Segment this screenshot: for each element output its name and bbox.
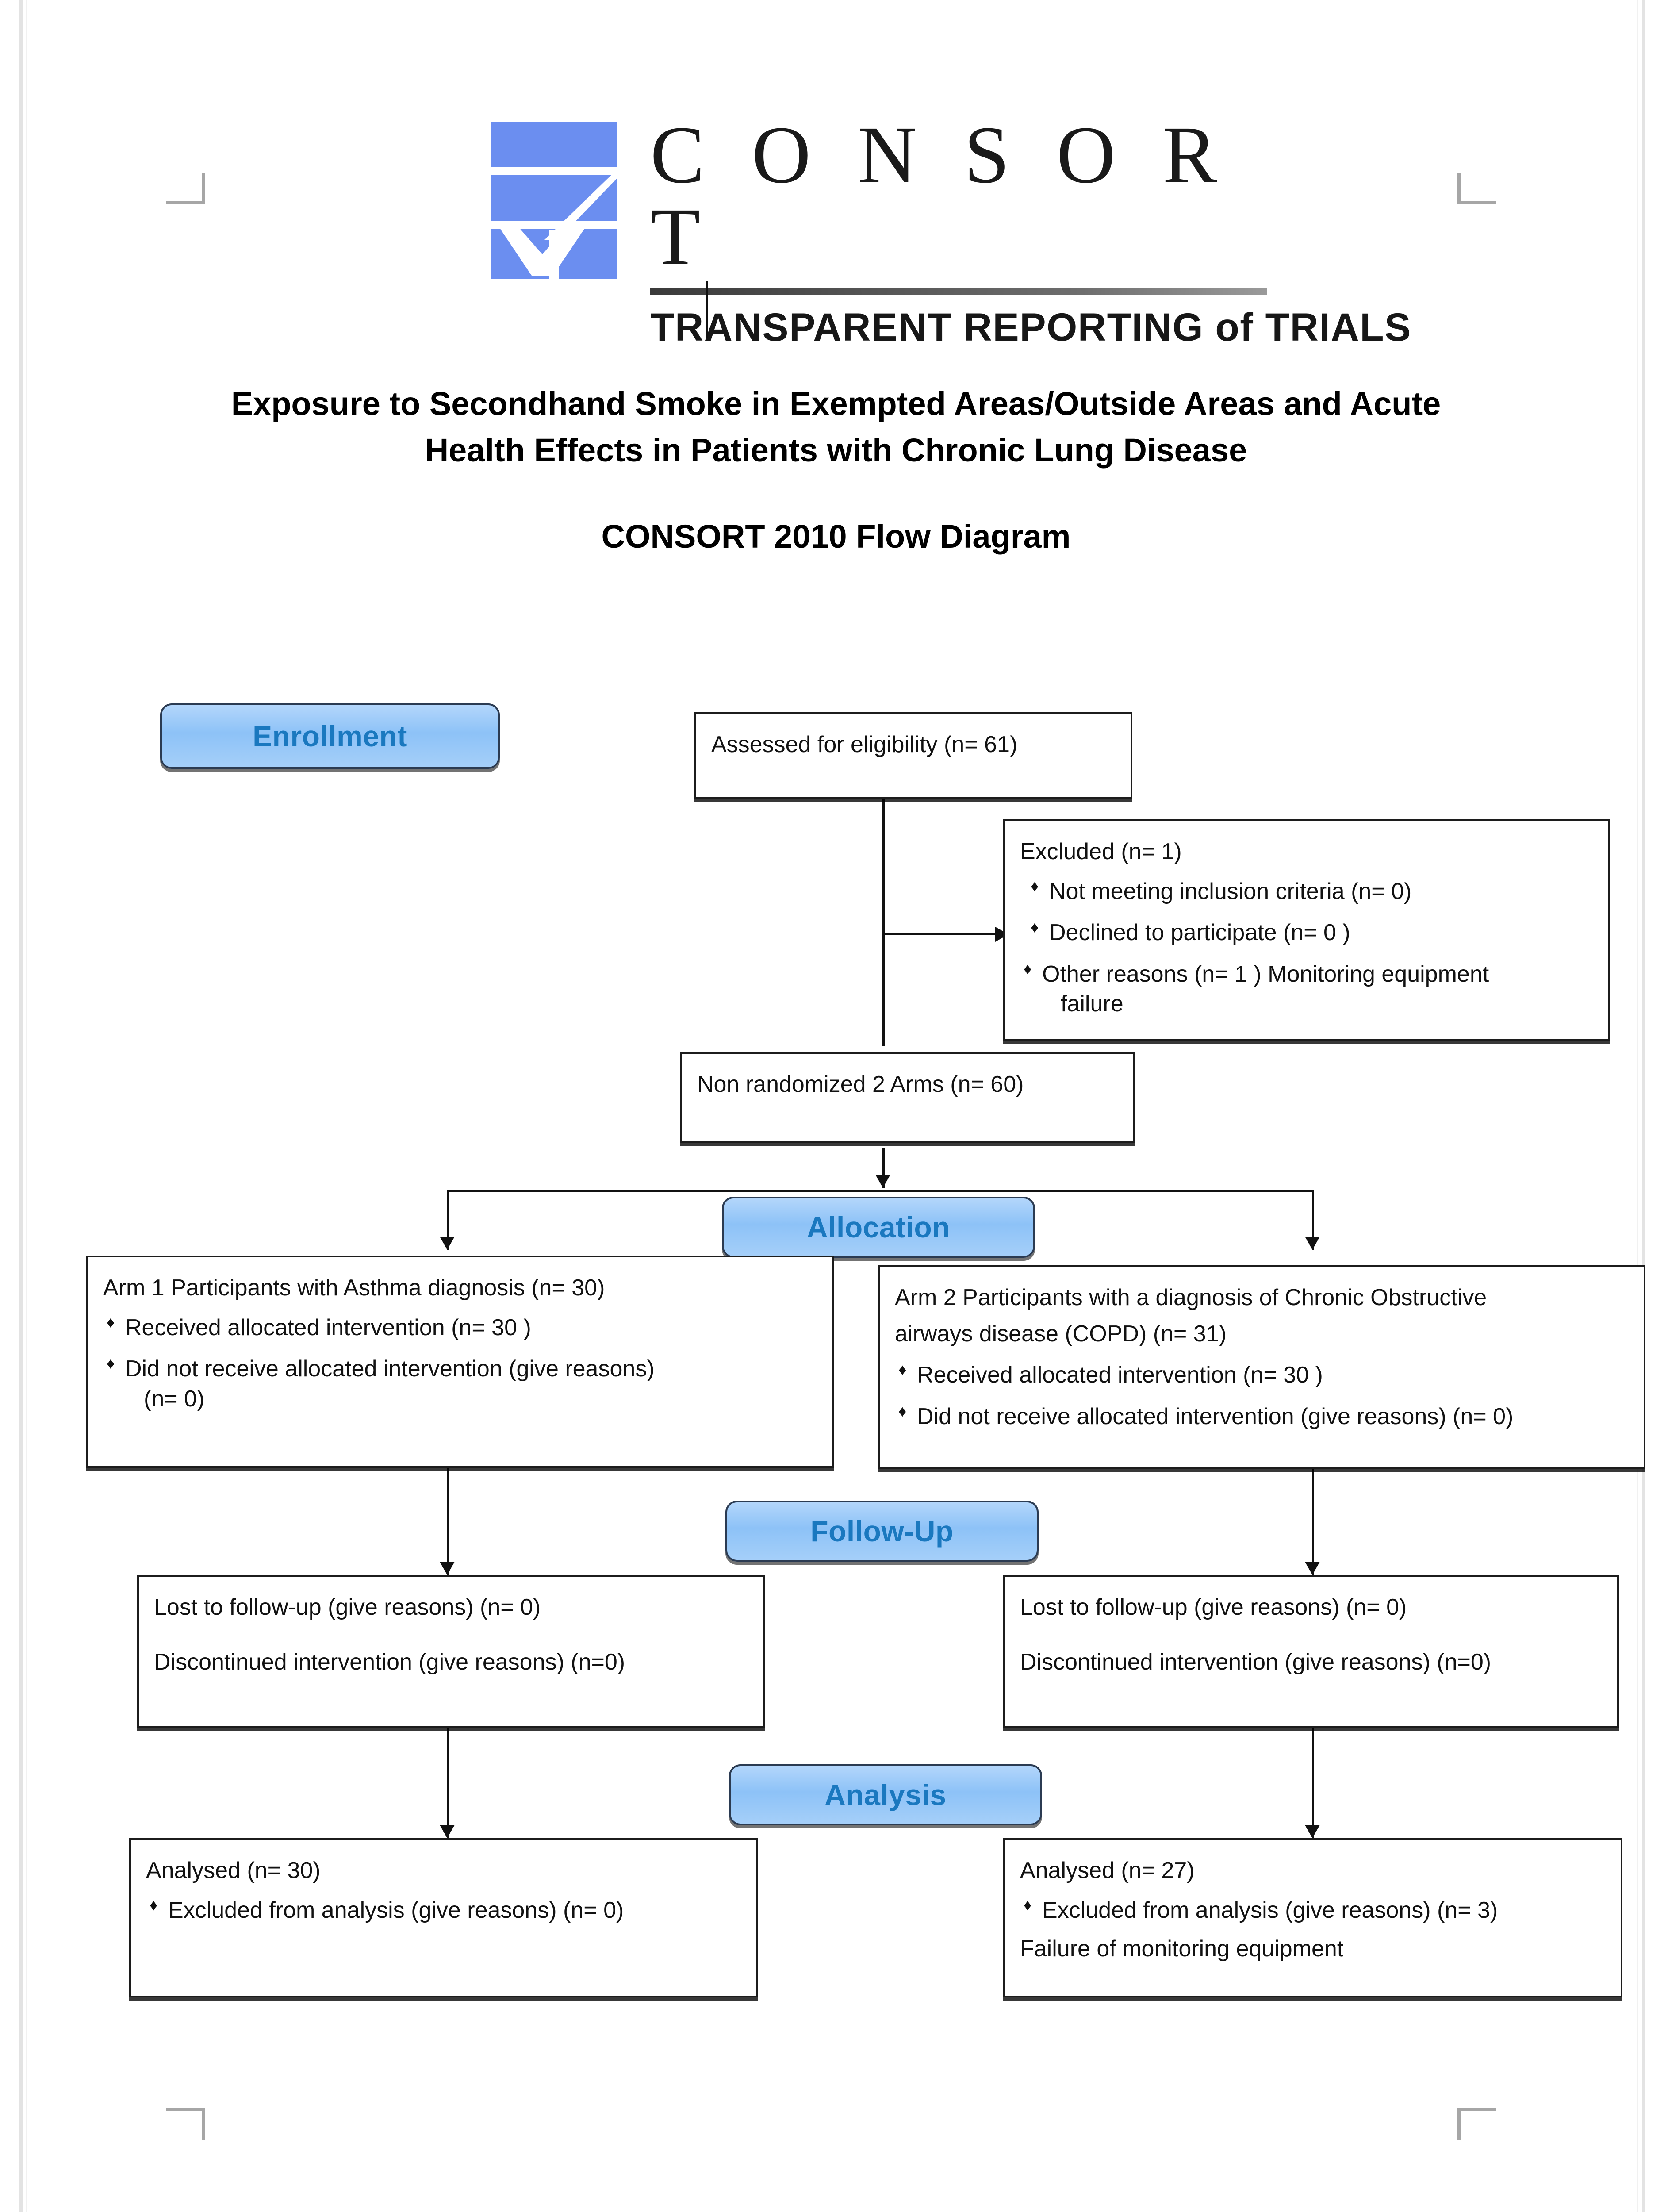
consort-tagline: TRANSPARENT REPORTING of TRIALS — [650, 305, 1411, 349]
followup-right-line-2: Discontinued intervention (give reasons)… — [1020, 1649, 1492, 1675]
page-title-line-1: Exposure to Secondhand Smoke in Exempted… — [231, 385, 1441, 422]
excluded-item-3: failure — [1061, 991, 1124, 1017]
connector-followup-to-analysis-left — [447, 1728, 449, 1838]
excluded-item-2-text: Other reasons (n= 1 ) Monitoring equipme… — [1042, 961, 1489, 987]
analysis-right-heading: Analysed (n= 27) — [1020, 1858, 1195, 1883]
arm1-item-2: (n= 0) — [144, 1386, 205, 1412]
crop-mark-top-left — [166, 173, 205, 204]
excluded-item-2: Other reasons (n= 1 ) Monitoring equipme… — [1020, 959, 1595, 1019]
assessed-text: Assessed for eligibility (n= 61) — [711, 732, 1018, 757]
consort-logo-mark-icon — [491, 122, 617, 279]
page-edge-right — [1642, 0, 1645, 2212]
crop-mark-top-right — [1457, 173, 1496, 204]
excluded-item-1: Declined to participate (n= 0 ) — [1020, 917, 1595, 948]
consort-logo-text: C O N S O R T TRANSPARENT REPORTING of T… — [650, 110, 1411, 349]
analysis-right-item-0: Excluded from analysis (give reasons) (n… — [1020, 1895, 1607, 1926]
crop-mark-bottom-right — [1457, 2108, 1496, 2140]
arm2-heading-line-2: airways disease (COPD) (n= 31) — [895, 1321, 1227, 1347]
analysis-right-note: Failure of monitoring equipment — [1020, 1936, 1344, 1962]
excluded-item-0: Not meeting inclusion criteria (n= 0) — [1020, 876, 1595, 907]
page-edge-inner-left — [26, 0, 27, 2212]
arm2-item-0: Received allocated intervention (n= 30 ) — [895, 1359, 1630, 1390]
consort-divider-rule — [650, 288, 1267, 295]
arm2-heading-line-1: Arm 2 Participants with a diagnosis of C… — [895, 1285, 1487, 1310]
arm1-item-1-text: Did not receive allocated intervention (… — [125, 1356, 655, 1382]
crop-mark-bottom-left — [166, 2108, 205, 2140]
excluded-heading: Excluded (n= 1) — [1020, 839, 1182, 864]
analysis-left-item-0: Excluded from analysis (give reasons) (n… — [146, 1895, 743, 1926]
connector-assessed-to-nonrandomized — [882, 799, 885, 1046]
arrow-to-arm1-icon — [440, 1237, 455, 1250]
arrow-arm2-to-followup-icon — [1305, 1562, 1320, 1575]
stage-badge-followup: Follow-Up — [725, 1501, 1039, 1562]
arm1-heading: Arm 1 Participants with Asthma diagnosis… — [103, 1275, 605, 1301]
box-followup-right: Lost to follow-up (give reasons) (n= 0) … — [1003, 1575, 1619, 1728]
box-arm1-allocation: Arm 1 Participants with Asthma diagnosis… — [86, 1256, 834, 1468]
page-title: Exposure to Secondhand Smoke in Exempted… — [133, 380, 1539, 473]
arm1-item-1: Did not receive allocated intervention (… — [103, 1353, 819, 1414]
page-title-line-2: Health Effects in Patients with Chronic … — [425, 432, 1247, 469]
arrow-to-arm2-icon — [1305, 1237, 1320, 1250]
arm1-item-0: Received allocated intervention (n= 30 ) — [103, 1312, 819, 1343]
connector-allocation-split — [447, 1190, 1314, 1192]
box-assessed-for-eligibility: Assessed for eligibility (n= 61) — [694, 712, 1132, 799]
consort-logo-tick-mark — [706, 281, 708, 338]
box-arm2-allocation: Arm 2 Participants with a diagnosis of C… — [878, 1265, 1645, 1469]
page-edge-left — [19, 0, 23, 2212]
arrow-nonrandomized-icon — [875, 1175, 890, 1188]
box-excluded: Excluded (n= 1) Not meeting inclusion cr… — [1003, 819, 1610, 1041]
arm2-item-1: Did not receive allocated intervention (… — [895, 1401, 1630, 1432]
box-non-randomized: Non randomized 2 Arms (n= 60) — [680, 1052, 1135, 1143]
stage-badge-analysis: Analysis — [729, 1764, 1042, 1825]
connector-nonrandomized-down — [882, 1148, 885, 1188]
page-subtitle: CONSORT 2010 Flow Diagram — [601, 518, 1071, 555]
page-edge-inner-right — [1637, 0, 1638, 2212]
followup-left-line-2: Discontinued intervention (give reasons)… — [154, 1649, 625, 1675]
box-analysis-right: Analysed (n= 27) Excluded from analysis … — [1003, 1838, 1622, 1997]
connector-followup-to-analysis-right — [1312, 1728, 1314, 1838]
arrow-followup-to-analysis-left-icon — [440, 1825, 455, 1838]
analysis-left-heading: Analysed (n= 30) — [146, 1858, 321, 1883]
stage-badge-enrollment: Enrollment — [160, 703, 500, 769]
connector-assessed-to-excluded — [882, 933, 1002, 935]
box-analysis-left: Analysed (n= 30) Excluded from analysis … — [129, 1838, 758, 1997]
connector-arm2-to-followup — [1312, 1464, 1314, 1575]
followup-right-line-1: Lost to follow-up (give reasons) (n= 0) — [1020, 1594, 1407, 1620]
consort-wordmark: C O N S O R T — [650, 110, 1231, 282]
box-followup-left: Lost to follow-up (give reasons) (n= 0) … — [137, 1575, 765, 1728]
stage-badge-allocation: Allocation — [722, 1197, 1035, 1258]
non-randomized-text: Non randomized 2 Arms (n= 60) — [697, 1071, 1024, 1097]
connector-split-right — [1312, 1190, 1314, 1250]
connector-arm1-to-followup — [447, 1464, 449, 1575]
connector-split-left — [447, 1190, 449, 1250]
consort-logo: C O N S O R T TRANSPARENT REPORTING of T… — [491, 110, 1411, 349]
arrow-followup-to-analysis-right-icon — [1305, 1825, 1320, 1838]
arrow-arm1-to-followup-icon — [440, 1562, 455, 1575]
followup-left-line-1: Lost to follow-up (give reasons) (n= 0) — [154, 1594, 541, 1620]
